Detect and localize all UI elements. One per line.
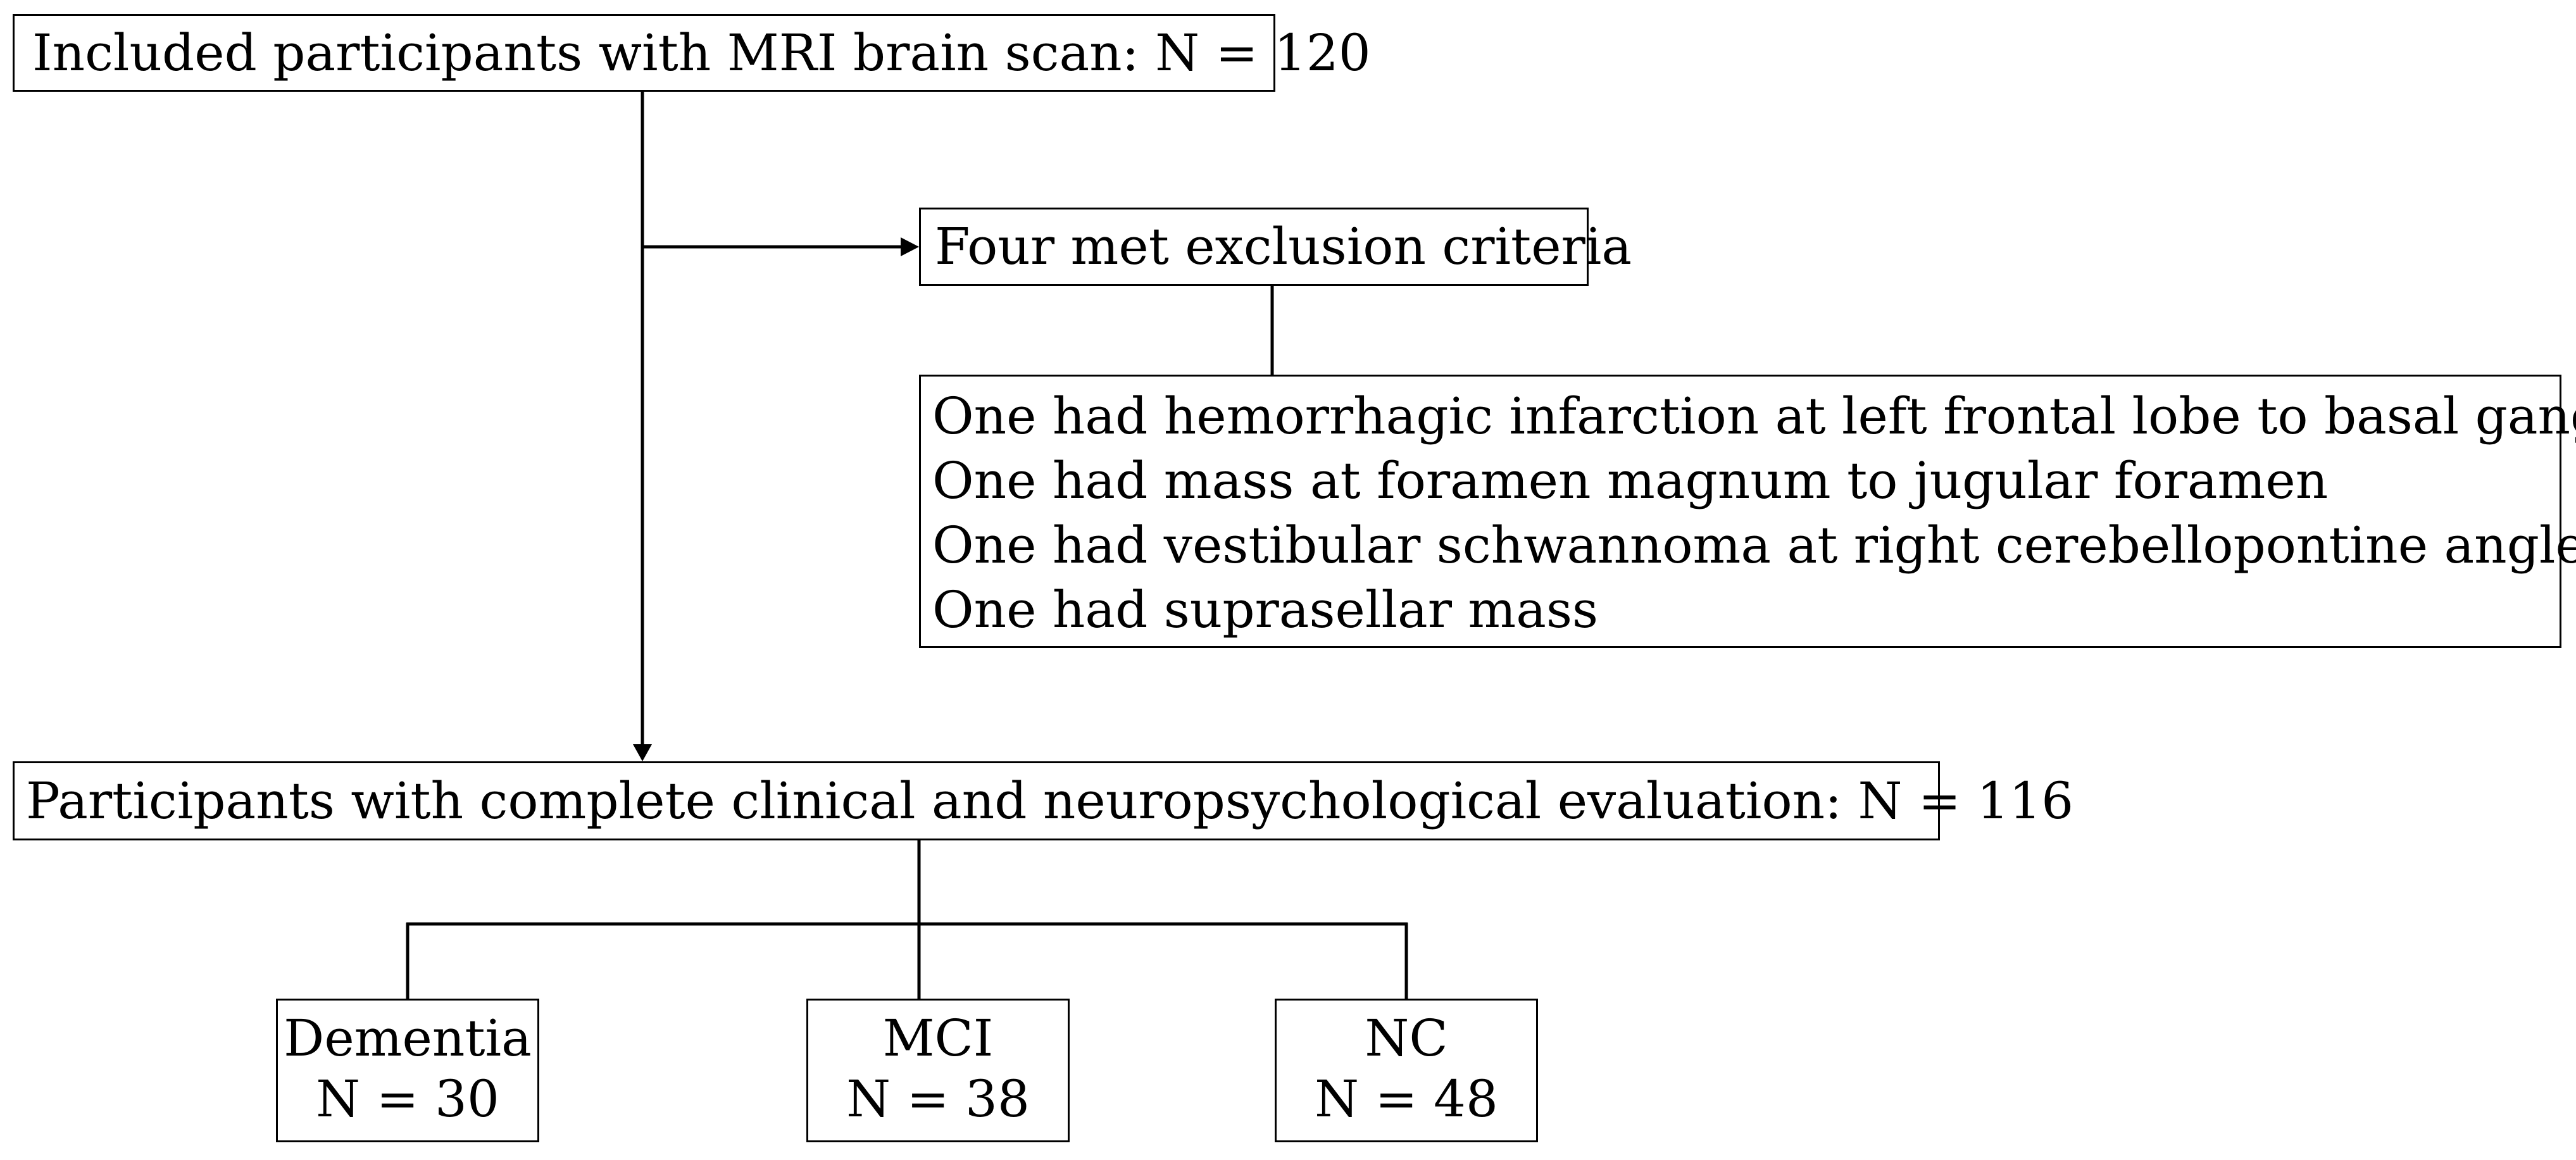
included-participants-text: Included participants with MRI brain sca… [32,23,1371,82]
exclusion-criteria-text: Four met exclusion criteria [935,217,1632,276]
complete-evaluation-text: Participants with complete clinical and … [26,771,2074,830]
group-name: MCI [882,1009,994,1068]
group-count: N = 48 [1315,1070,1498,1128]
complete-evaluation-box: Participants with complete clinical and … [13,761,2073,840]
exclusion-reason-item: One had mass at foramen magnum to jugula… [932,451,2329,510]
group-box-mci: MCI N = 38 [806,999,1070,1142]
group-box-nc: NC N = 48 [1275,999,1538,1142]
exclusion-reason-item: One had vestibular schwannoma at right c… [932,516,2576,575]
group-count: N = 38 [846,1070,1030,1128]
group-count: N = 30 [316,1070,499,1128]
group-name: Dementia [284,1009,532,1068]
exclusion-reasons-box: One had hemorrhagic infarction at left f… [919,375,2576,648]
exclusion-criteria-box: Four met exclusion criteria [919,208,1632,286]
exclusion-reason-item: One had hemorrhagic infarction at left f… [932,387,2576,446]
group-box-dementia: Dementia N = 30 [276,999,539,1142]
exclusion-reason-item: One had suprasellar mass [932,580,1599,639]
group-name: NC [1365,1009,1448,1068]
included-participants-box: Included participants with MRI brain sca… [13,14,1371,92]
